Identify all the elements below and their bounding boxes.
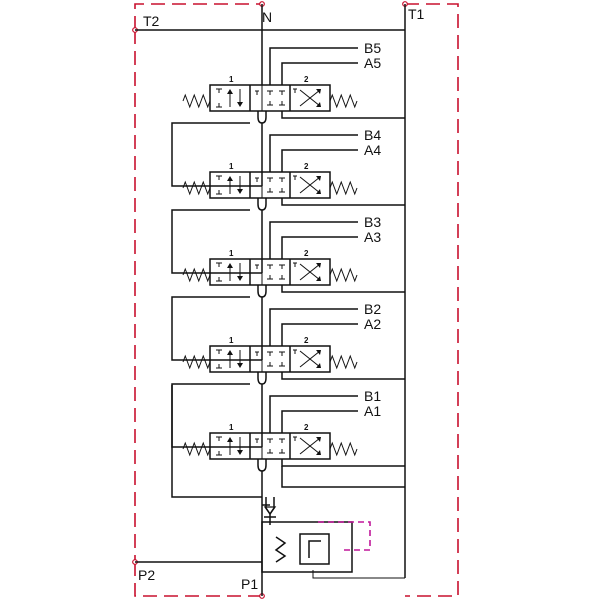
- position-label-2: 2: [304, 336, 309, 345]
- envelope-parallel-icon: [216, 88, 243, 108]
- spring-icon: [329, 93, 358, 109]
- work-port-label-a: A2: [364, 316, 381, 332]
- work-port-label-b: B4: [364, 127, 381, 143]
- position-label-2: 2: [304, 249, 309, 258]
- work-port-label-b: B2: [364, 301, 381, 317]
- work-port-label-b: B1: [364, 388, 381, 404]
- spring-icon: [182, 354, 211, 370]
- envelope-crossed-icon: [293, 349, 321, 368]
- position-label-2: 2: [304, 75, 309, 84]
- envelope-crossed-icon: [293, 88, 321, 107]
- work-port-label-a: A5: [364, 55, 381, 71]
- spring-icon: [329, 267, 358, 283]
- port-label-n: N: [262, 9, 272, 25]
- work-port-label-a: A3: [364, 229, 381, 245]
- envelope-neutral-icon: [255, 85, 285, 111]
- work-port-label-a: A4: [364, 142, 381, 158]
- position-label-2: 2: [304, 162, 309, 171]
- port-label-p1: P1: [241, 576, 258, 592]
- envelope-crossed-icon: [293, 436, 321, 455]
- position-label-2: 2: [304, 423, 309, 432]
- envelope-crossed-icon: [293, 175, 321, 194]
- port-label-t2: T2: [143, 13, 160, 29]
- envelope-parallel-icon: [216, 436, 243, 456]
- spring-icon: [182, 93, 211, 109]
- position-label-1: 1: [229, 249, 234, 258]
- envelope-parallel-icon: [216, 262, 243, 282]
- envelope-parallel-icon: [216, 349, 243, 369]
- pressure-relief-valve-icon: [261, 521, 405, 579]
- position-label-1: 1: [229, 423, 234, 432]
- envelope-crossed-icon: [293, 262, 321, 281]
- position-label-1: 1: [229, 75, 234, 84]
- envelope-neutral-icon: [255, 172, 285, 198]
- spring-icon: [182, 180, 211, 196]
- position-label-1: 1: [229, 336, 234, 345]
- position-label-1: 1: [229, 162, 234, 171]
- envelope-neutral-icon: [255, 433, 285, 459]
- work-port-label-b: B3: [364, 214, 381, 230]
- spring-icon: [329, 354, 358, 370]
- work-port-label-b: B5: [364, 40, 381, 56]
- envelope-neutral-icon: [255, 346, 285, 372]
- envelope-parallel-icon: [216, 175, 243, 195]
- spring-icon: [182, 267, 211, 283]
- check-valve-icon: [262, 497, 277, 525]
- port-label-p2: P2: [138, 567, 155, 583]
- port-label-t1: T1: [408, 6, 425, 22]
- tank-line: [135, 4, 406, 578]
- spring-icon: [182, 441, 211, 457]
- envelope-neutral-icon: [255, 259, 285, 285]
- spring-icon: [329, 441, 358, 457]
- work-port-label-a: A1: [364, 403, 381, 419]
- spring-icon: [329, 180, 358, 196]
- pilot-line: [318, 521, 371, 551]
